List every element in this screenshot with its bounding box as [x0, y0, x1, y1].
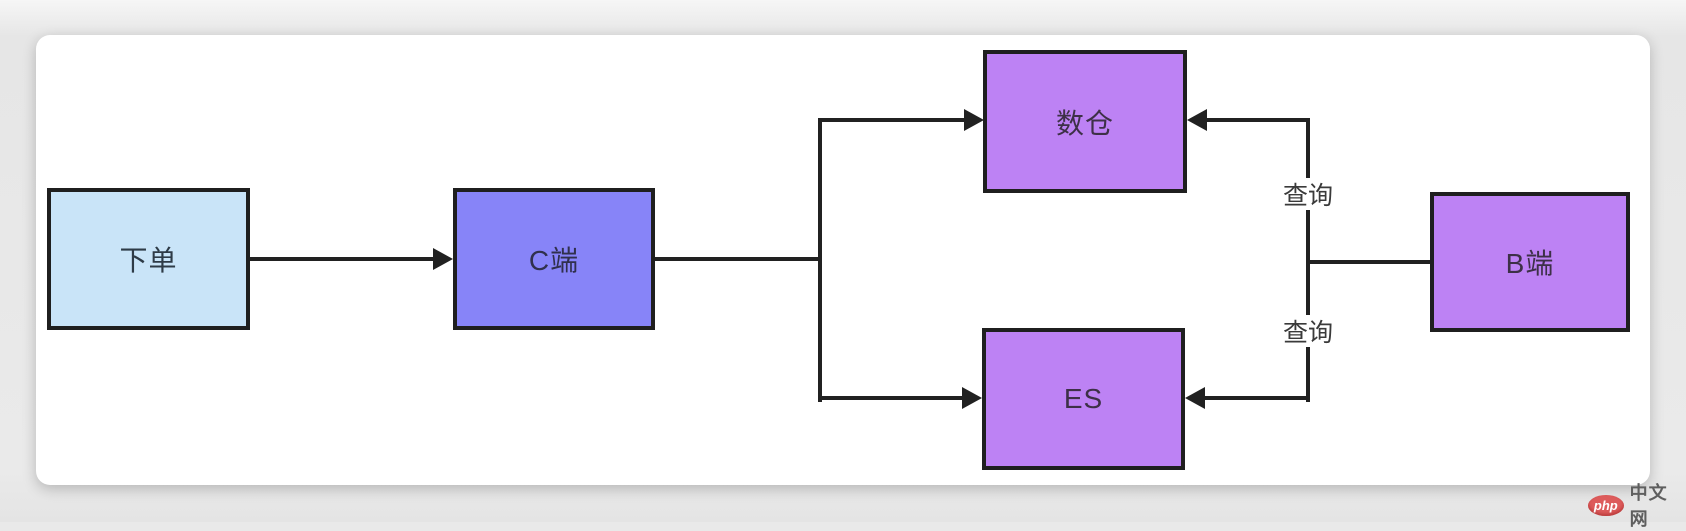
arrowhead-right-icon: [433, 248, 453, 270]
connector-c-to-es: [818, 396, 964, 400]
node-es-label: ES: [1063, 383, 1104, 414]
php-logo-text: php: [1593, 497, 1618, 513]
node-c-side-label: C端: [528, 245, 580, 276]
connector-b-to-branch: [1306, 260, 1430, 264]
node-order-label: 下单: [119, 245, 178, 276]
watermark-site-name: 中文网: [1629, 483, 1668, 529]
arrowhead-left-icon: [1185, 387, 1205, 409]
node-es: ES: [982, 328, 1185, 470]
connector-right-branch-vertical: [1306, 118, 1310, 402]
php-logo-icon: php: [1588, 494, 1624, 516]
connector-c-to-data-warehouse: [818, 118, 966, 122]
connector-b-to-data-warehouse: [1205, 118, 1310, 122]
node-order: 下单: [47, 188, 250, 330]
connector-c-to-branch: [655, 257, 822, 261]
connector-b-to-es: [1203, 396, 1310, 400]
arrowhead-left-icon: [1187, 109, 1207, 131]
edge-label-query-top: 查询: [1280, 178, 1336, 210]
node-b-side-label: B端: [1505, 248, 1555, 279]
edge-label-query-top-text: 查询: [1282, 182, 1333, 210]
node-data-warehouse-label: 数仓: [1055, 107, 1114, 139]
watermark: php 中文网: [1588, 479, 1686, 531]
connector-order-to-c: [250, 257, 435, 261]
node-b-side: B端: [1430, 192, 1630, 332]
edge-label-query-bottom-text: 查询: [1282, 319, 1333, 347]
arrowhead-right-icon: [962, 387, 982, 409]
connector-left-branch-vertical: [818, 118, 822, 402]
node-c-side: C端: [453, 188, 655, 330]
edge-label-query-bottom: 查询: [1280, 315, 1336, 347]
node-data-warehouse: 数仓: [983, 50, 1187, 193]
arrowhead-right-icon: [964, 109, 984, 131]
